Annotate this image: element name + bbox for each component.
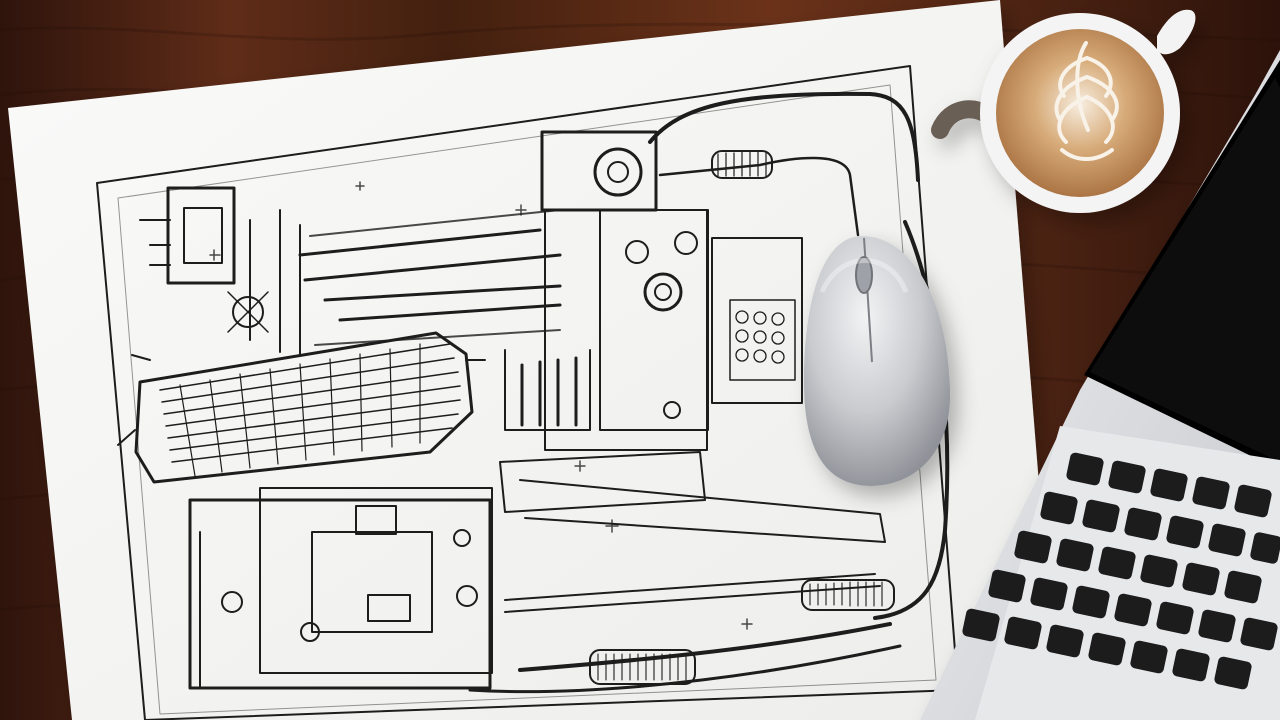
schematic-paper	[8, 0, 1058, 720]
schematic-drawing	[96, 65, 959, 720]
keyboard-keys	[962, 452, 1280, 690]
laptop	[920, 50, 1280, 720]
computer-mouse	[804, 235, 951, 486]
coffee-cup	[931, 9, 1196, 213]
latte-art	[1054, 41, 1119, 161]
